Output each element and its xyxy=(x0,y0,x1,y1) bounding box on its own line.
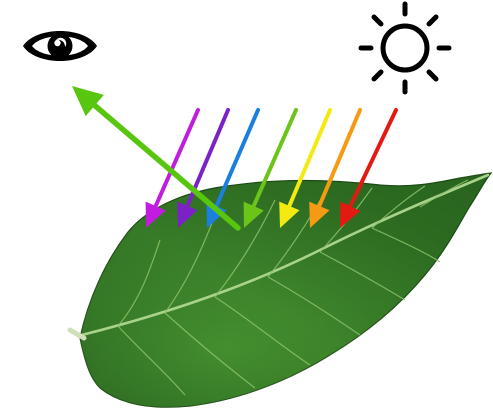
eye-icon xyxy=(23,31,97,61)
sun-icon xyxy=(361,4,449,92)
